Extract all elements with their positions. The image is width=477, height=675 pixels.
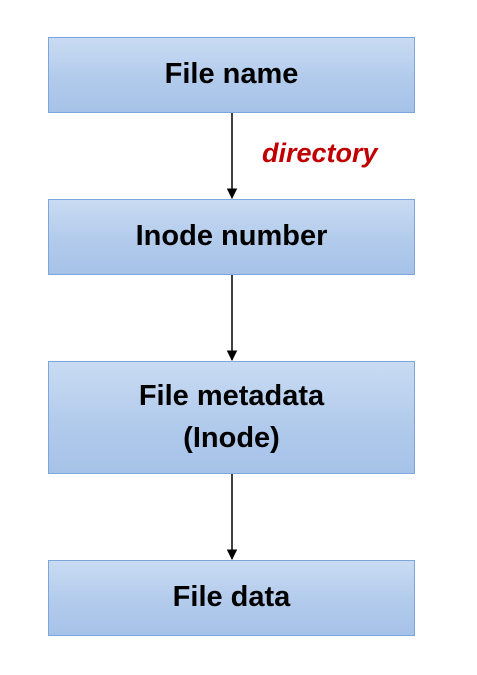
file-data-box: File data [48, 560, 415, 636]
file-name-box: File name [48, 37, 415, 113]
file-data-label: File data [172, 581, 291, 614]
file-name-label: File name [164, 58, 299, 91]
file-metadata-label: File metadata [138, 380, 325, 413]
file-metadata-box: File metadata (Inode) [48, 361, 415, 474]
inode-number-label: Inode number [135, 220, 328, 253]
directory-annotation: directory [262, 138, 378, 168]
inode-number-box: Inode number [48, 199, 415, 275]
inode-sublabel: (Inode) [183, 421, 280, 454]
